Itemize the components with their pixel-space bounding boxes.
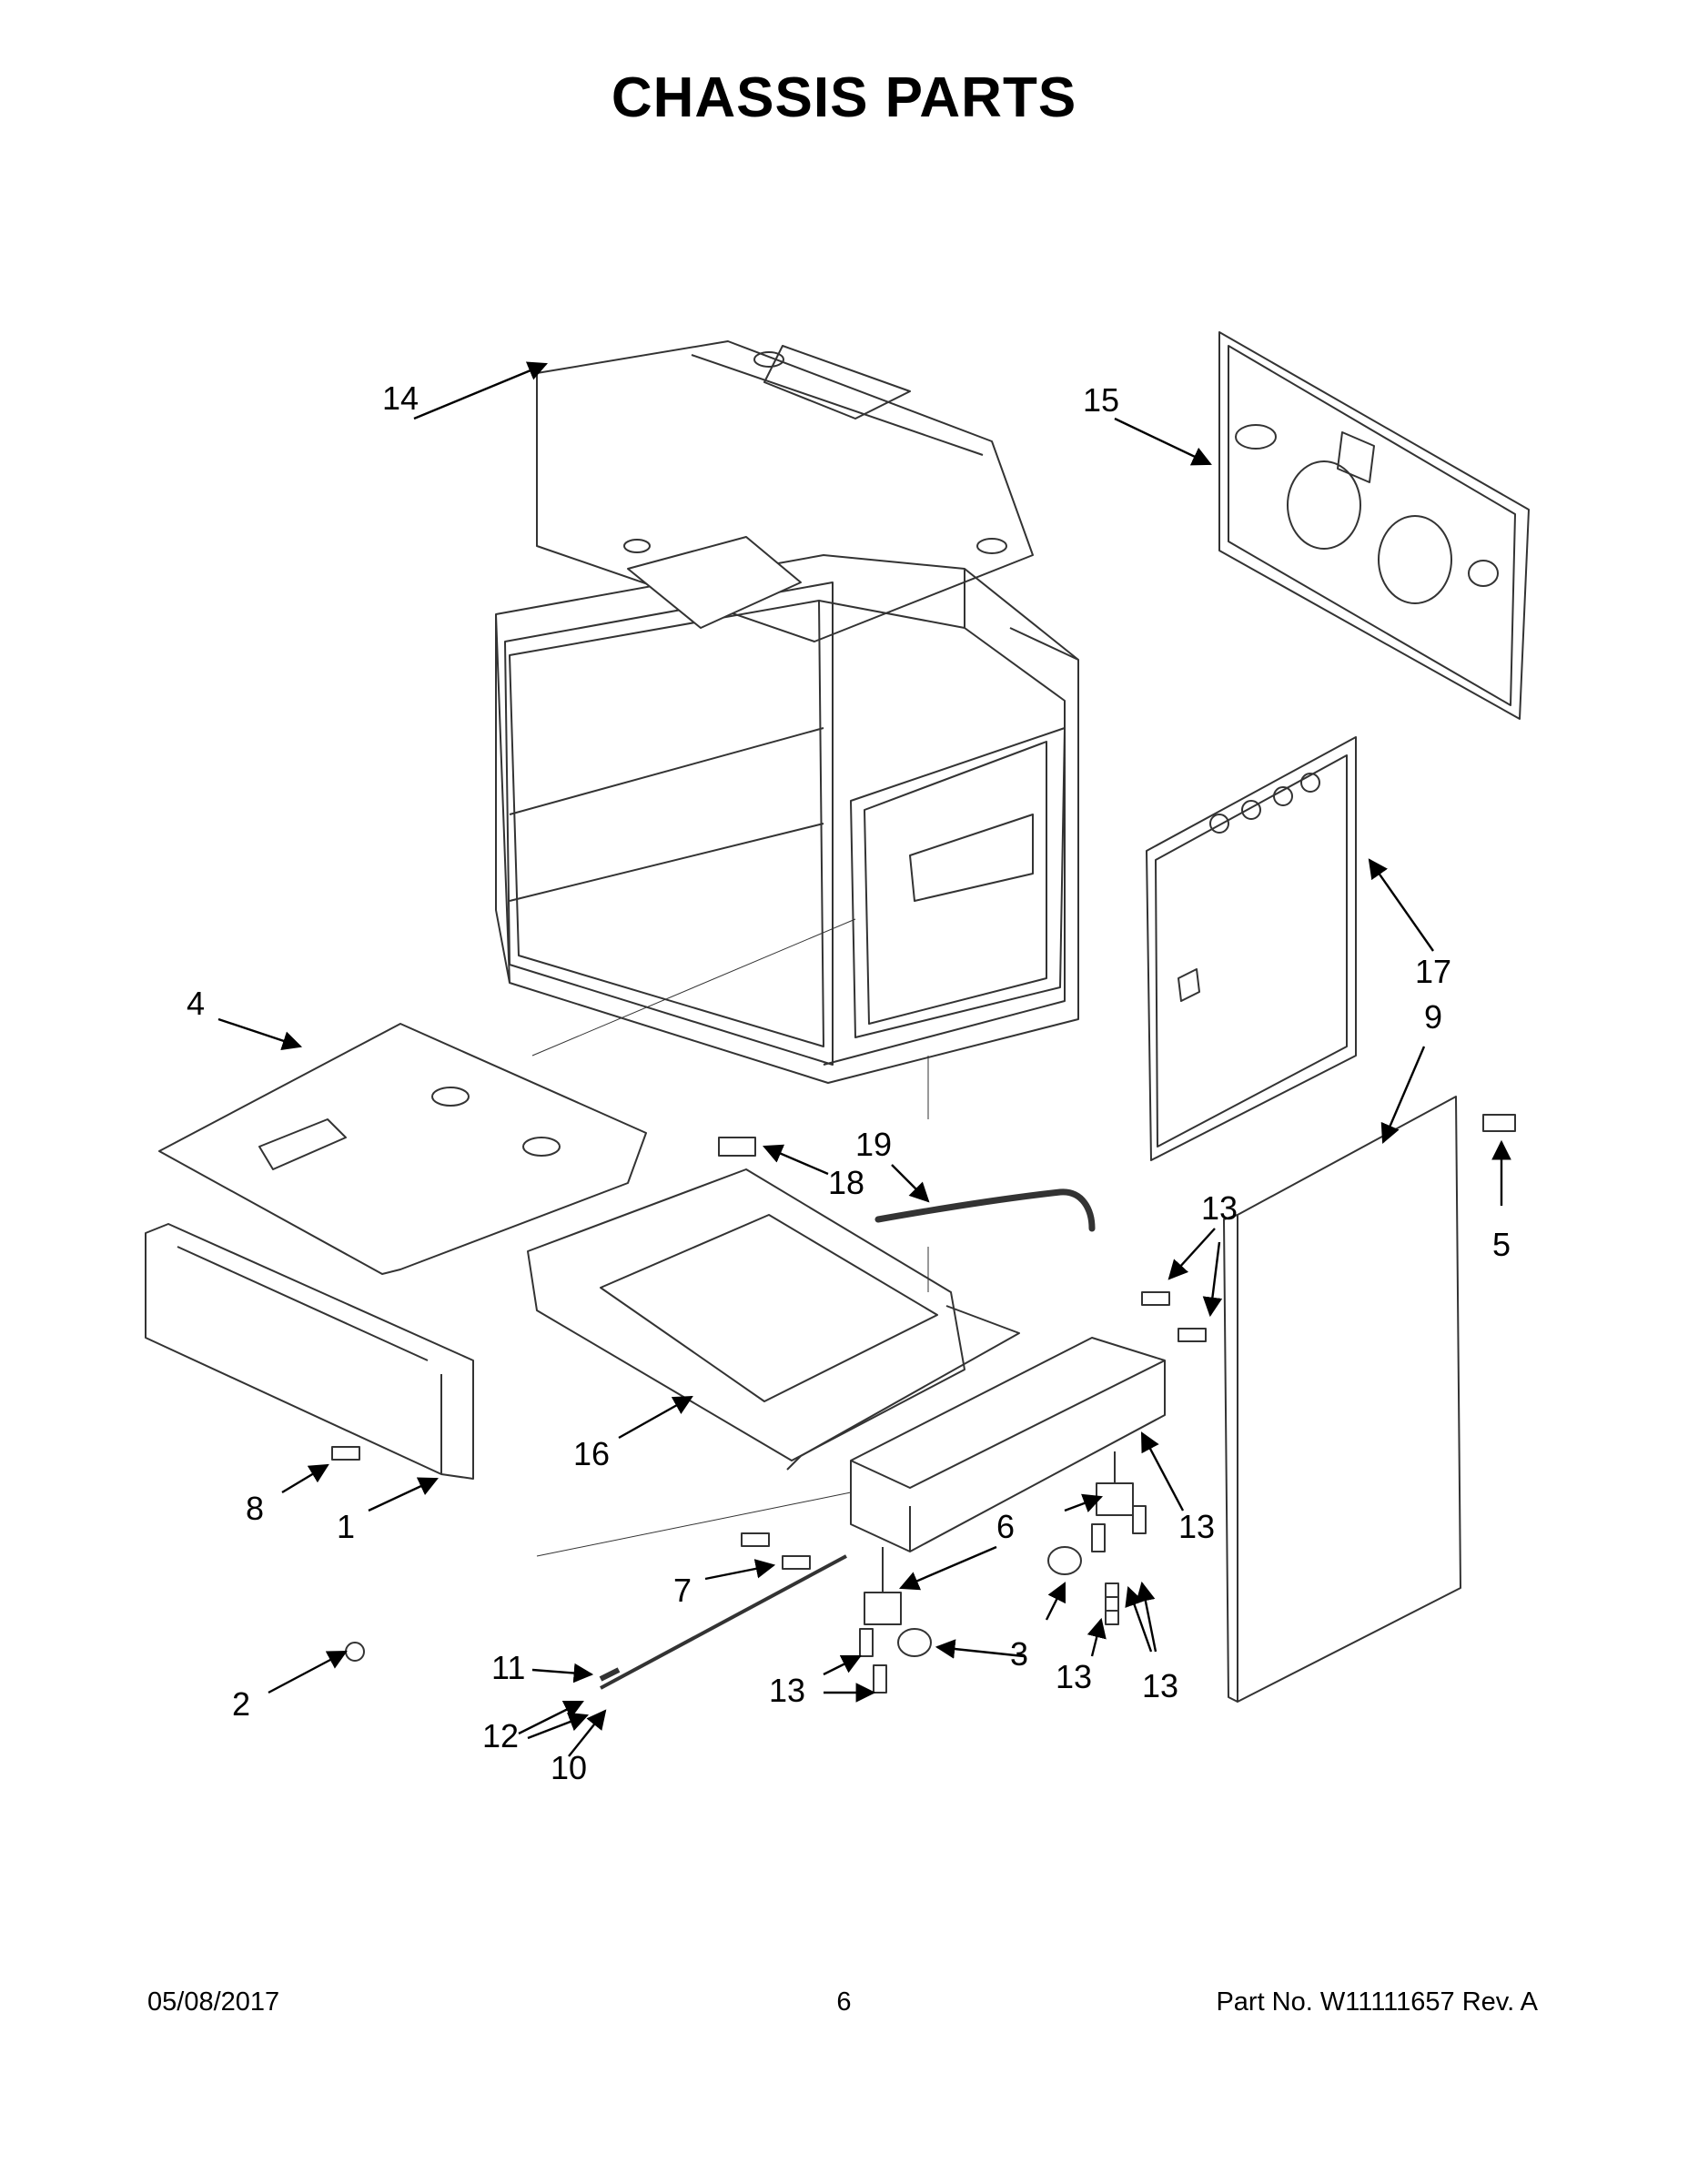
part-3-caster [897, 1546, 1082, 1657]
callout-1: 1 [337, 1508, 355, 1545]
part-19-tube [874, 1188, 1096, 1232]
part-8-screw [331, 1446, 360, 1461]
part-2-bumper [345, 1642, 365, 1662]
callout-labels: 14 15 4 17 9 19 18 13 5 16 8 1 6 7 13 3 … [187, 379, 1511, 1786]
callout-4: 4 [187, 985, 205, 1022]
part-9-side-trim [1223, 1096, 1461, 1703]
part-13-screw [741, 1291, 1207, 1694]
callout-3: 3 [1010, 1635, 1028, 1673]
callout-8: 8 [246, 1490, 264, 1527]
part-16-floor-pan [527, 1168, 1020, 1471]
callout-15: 15 [1083, 381, 1119, 419]
footer-page-number: 6 [836, 1987, 852, 2017]
footer-date: 05/08/2017 [147, 1987, 280, 2017]
callout-17: 17 [1415, 953, 1451, 990]
callout-14: 14 [382, 379, 419, 417]
callout-13: 13 [769, 1672, 805, 1709]
part-11-pin [599, 1667, 621, 1682]
callout-6: 6 [996, 1508, 1015, 1545]
part-18-terminal-block [718, 1137, 756, 1157]
page-title: CHASSIS PARTS [611, 66, 1077, 129]
callout-19: 19 [855, 1126, 892, 1163]
oven-cavity [495, 554, 1079, 1084]
callout-2: 2 [232, 1685, 250, 1723]
callout-arrows [217, 361, 1511, 1757]
callout-12: 12 [482, 1717, 519, 1754]
part-15-rear-panel [1218, 331, 1530, 720]
callout-16: 16 [573, 1435, 610, 1472]
callout-7: 13 [1178, 1508, 1215, 1545]
callout-13: 13 [1201, 1189, 1238, 1227]
callout-5: 5 [1492, 1226, 1511, 1263]
part-1-front-panel [145, 1223, 474, 1480]
callout-18: 18 [828, 1164, 864, 1201]
part-10-rod [600, 1554, 847, 1690]
footer-part-number: Part No. W11111657 Rev. A [1216, 1987, 1538, 2017]
callout-10: 10 [551, 1749, 587, 1786]
part-5-screw [1482, 1114, 1516, 1132]
callout-9: 9 [1424, 998, 1442, 1036]
part-17-side-panel [1146, 736, 1357, 1161]
callout-13: 13 [1056, 1658, 1092, 1695]
callout-13: 7 [673, 1572, 692, 1609]
callout-13: 13 [1142, 1667, 1178, 1704]
part-14-top-panel [536, 340, 1034, 642]
part-4-bottom-plate [158, 1023, 647, 1275]
part-7-bracket [850, 1337, 1166, 1552]
callout-11: 11 [491, 1649, 525, 1686]
